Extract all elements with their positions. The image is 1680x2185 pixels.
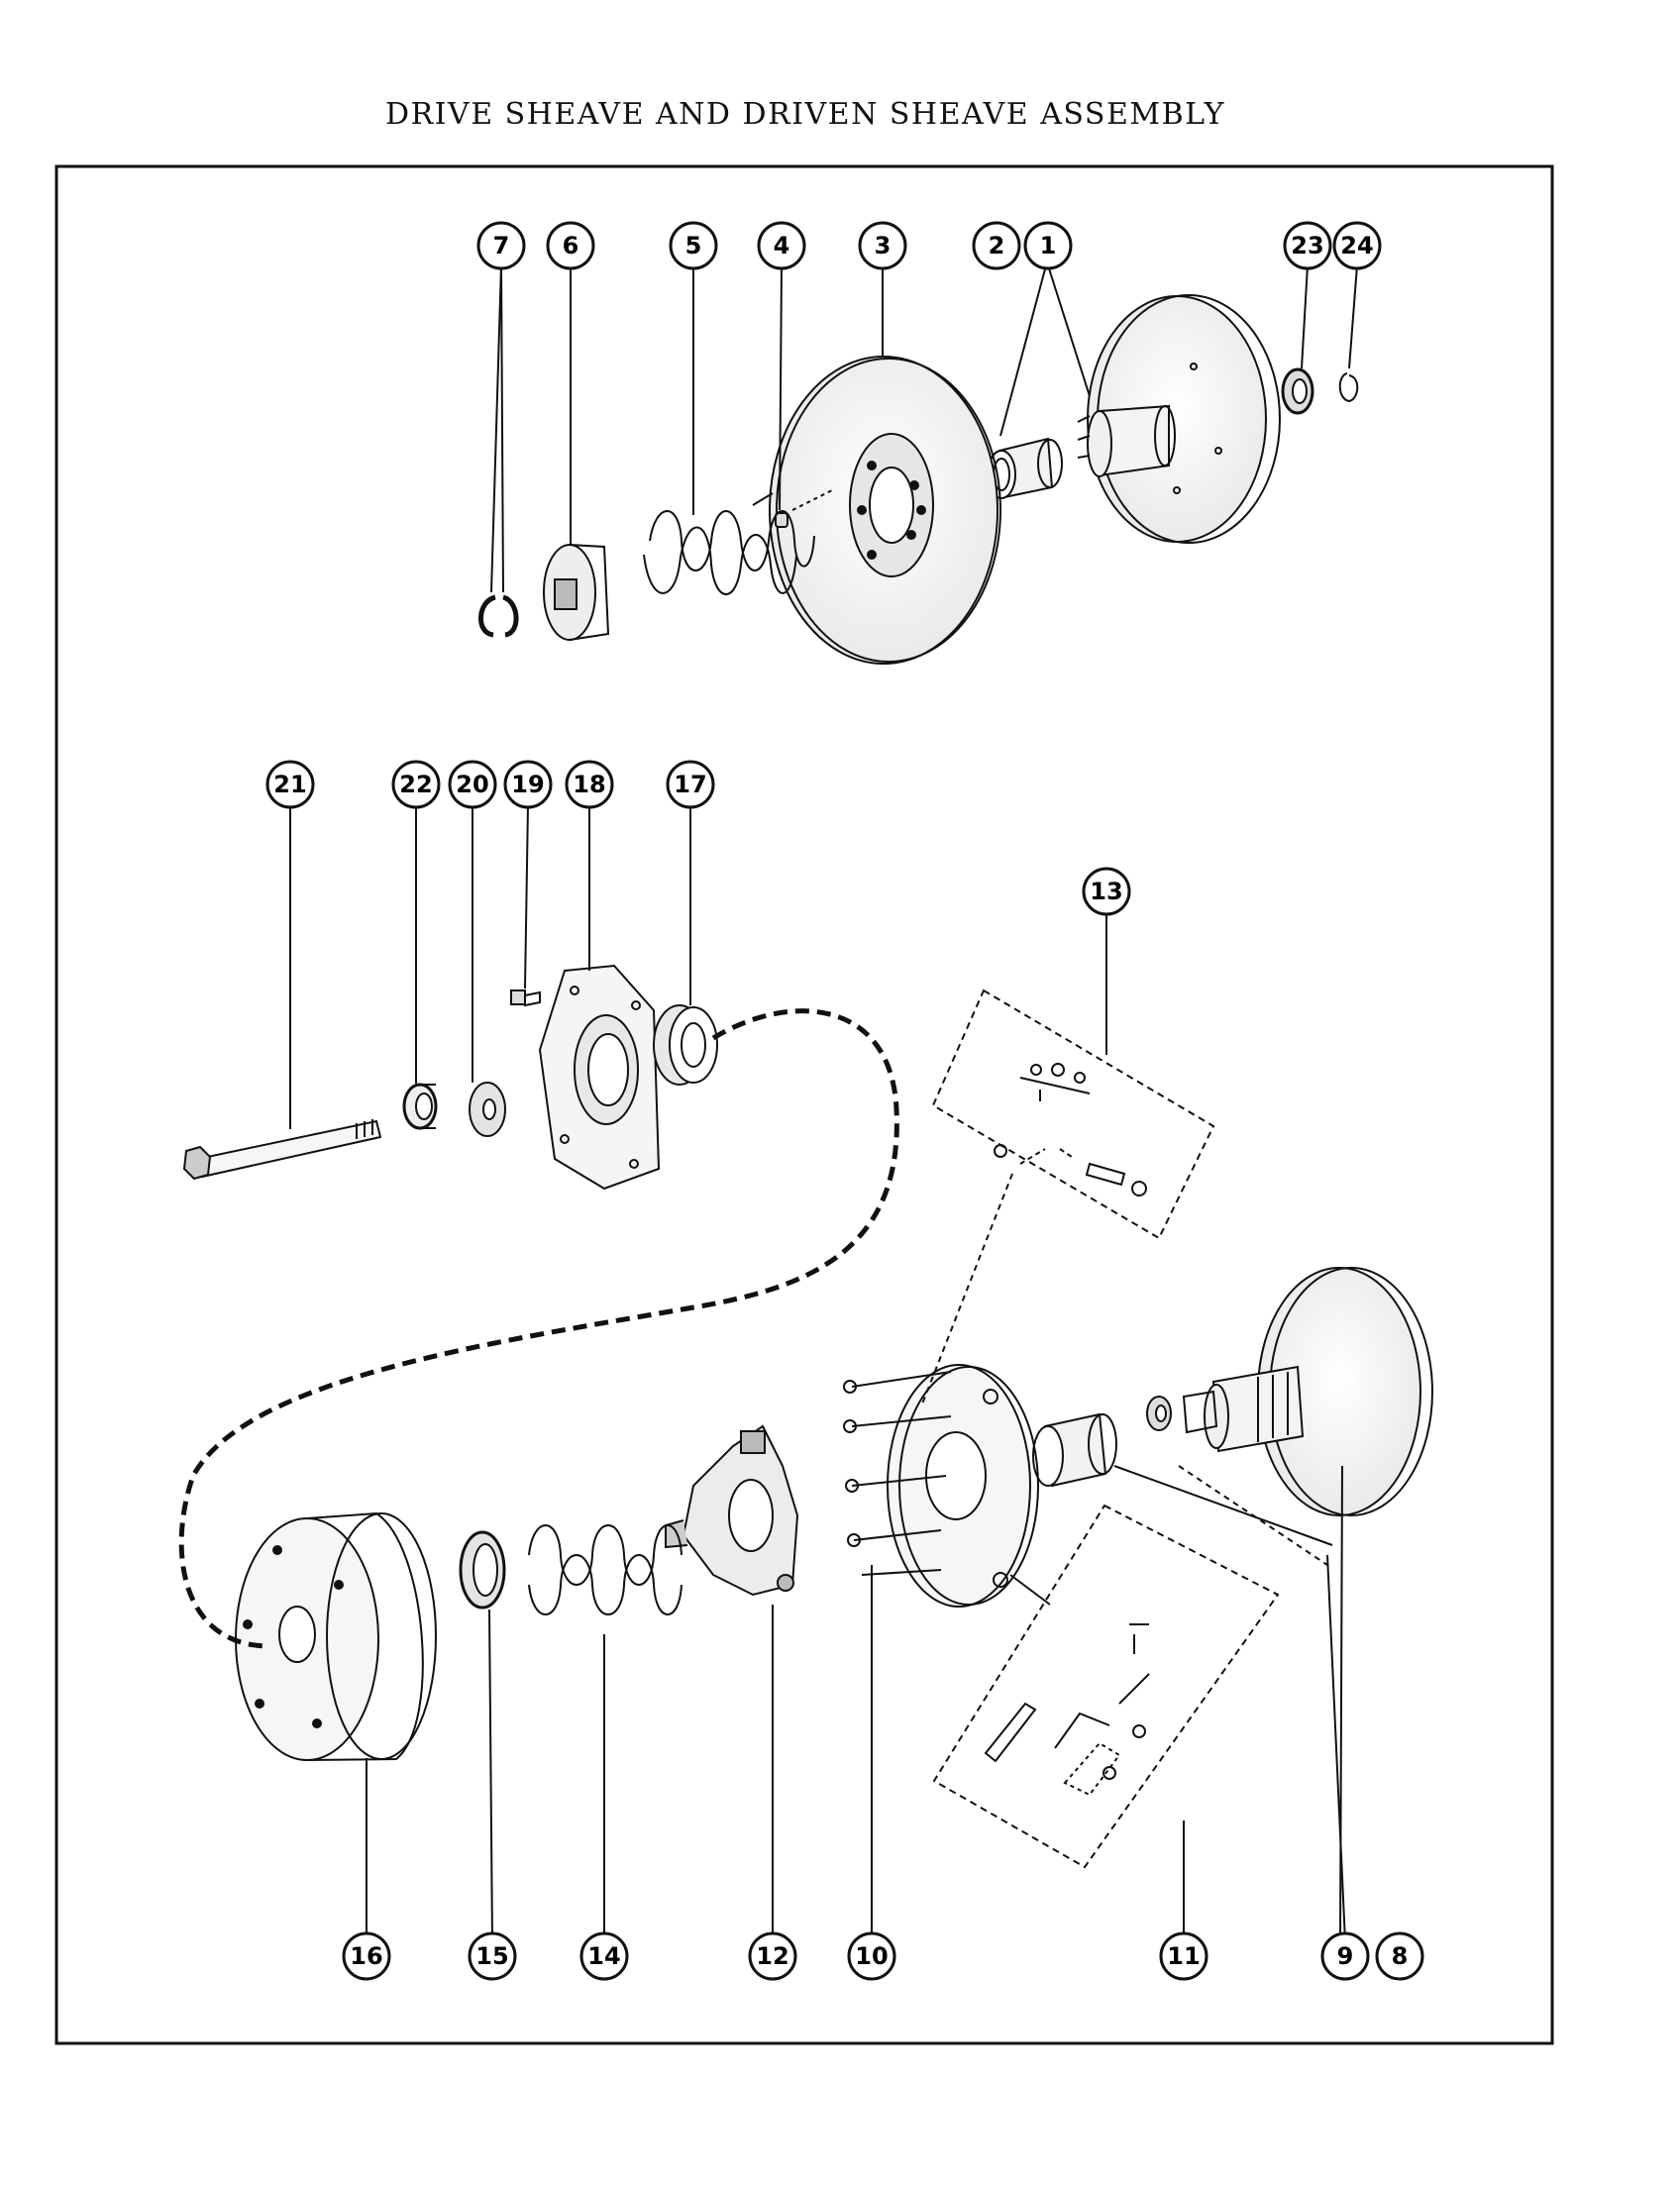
- callout-number: 5: [685, 232, 702, 260]
- callout-number: 7: [493, 232, 510, 260]
- callout-number: 11: [1167, 1942, 1200, 1970]
- callout-14: 14: [579, 1931, 629, 1981]
- diagram-frame: [54, 164, 1554, 2045]
- callout-number: 20: [456, 771, 488, 798]
- callout-23: 23: [1283, 221, 1332, 270]
- callout-7: 7: [476, 221, 526, 270]
- part-22-washer: [402, 1083, 438, 1130]
- part-14-spring: [528, 1524, 682, 1615]
- part-6-spring-retainer: [543, 544, 610, 641]
- callout-number: 8: [1392, 1942, 1409, 1970]
- callout-number: 21: [273, 771, 306, 798]
- part-2-bushing: [987, 437, 1063, 499]
- part-9-washer-small: [1146, 1396, 1172, 1431]
- callout-4: 4: [757, 221, 806, 270]
- callout-number: 9: [1337, 1942, 1354, 1970]
- callout-number: 16: [350, 1942, 382, 1970]
- callout-11: 11: [1159, 1931, 1208, 1981]
- part-15-thrust-washer: [459, 1530, 506, 1610]
- part-11-parts-kit: [932, 1504, 1280, 1869]
- callout-number: 19: [511, 771, 544, 798]
- callout-number: 17: [674, 771, 706, 798]
- part-17-bearing: [653, 1004, 718, 1086]
- callout-5: 5: [669, 221, 718, 270]
- callout-number: 1: [1040, 232, 1057, 260]
- callout-number: 13: [1090, 878, 1122, 905]
- part-8-driven-fixed-sheave: [1182, 1267, 1433, 1516]
- callout-number: 18: [573, 771, 605, 798]
- callout-6: 6: [546, 221, 595, 270]
- part-23-washer: [1281, 367, 1314, 415]
- callout-9: 9: [1320, 1931, 1370, 1981]
- callout-number: 23: [1291, 232, 1323, 260]
- part-3-movable-sheave: [769, 356, 1001, 665]
- part-12-cam: [665, 1424, 799, 1597]
- part-1-fixed-sheave: [1077, 294, 1281, 544]
- callout-20: 20: [448, 760, 497, 809]
- callout-number: 3: [875, 232, 892, 260]
- callout-15: 15: [468, 1931, 517, 1981]
- callout-12: 12: [748, 1931, 797, 1981]
- callout-8: 8: [1375, 1931, 1424, 1981]
- callout-18: 18: [565, 760, 614, 809]
- part-16-hub: [235, 1511, 437, 1761]
- callout-number: 2: [989, 232, 1005, 260]
- part-10-driven-movable-sheave: [843, 1364, 1039, 1608]
- callout-21: 21: [265, 760, 315, 809]
- part-4-set-screw: [775, 489, 833, 528]
- callout-number: 10: [855, 1942, 888, 1970]
- part-24-snap-ring: [1338, 372, 1359, 403]
- callout-16: 16: [342, 1931, 391, 1981]
- callout-22: 22: [391, 760, 441, 809]
- callout-13: 13: [1082, 867, 1131, 916]
- part-20-cap-screw: [510, 989, 541, 1007]
- part-13-parts-kit: [931, 988, 1215, 1240]
- callout-24: 24: [1332, 221, 1382, 270]
- callout-3: 3: [858, 221, 907, 270]
- callout-number: 22: [399, 771, 432, 798]
- leader-lines: [289, 264, 1358, 1942]
- diagram-title: DRIVE SHEAVE AND DRIVEN SHEAVE ASSEMBLY: [385, 97, 1225, 132]
- assembly-path-dashed: [178, 1008, 899, 1649]
- part-18-bearing-plate: [538, 964, 661, 1191]
- part-7-retaining-ring: [478, 594, 519, 638]
- callout-number: 6: [563, 232, 579, 260]
- callout-17: 17: [666, 760, 715, 809]
- callout-number: 15: [475, 1942, 508, 1970]
- callout-number: 14: [587, 1942, 620, 1970]
- part-21-bolt: [182, 1119, 382, 1181]
- callout-10: 10: [847, 1931, 896, 1981]
- part-5-spring: [643, 492, 815, 595]
- callout-19: 19: [503, 760, 553, 809]
- callout-2: 2: [972, 221, 1021, 270]
- callout-number: 12: [756, 1942, 788, 1970]
- callout-number: 4: [774, 232, 790, 260]
- callout-1: 1: [1023, 221, 1073, 270]
- part-19-flat-washer: [469, 1082, 506, 1137]
- callout-number: 24: [1340, 232, 1373, 260]
- part-9-bushing: [1032, 1412, 1117, 1488]
